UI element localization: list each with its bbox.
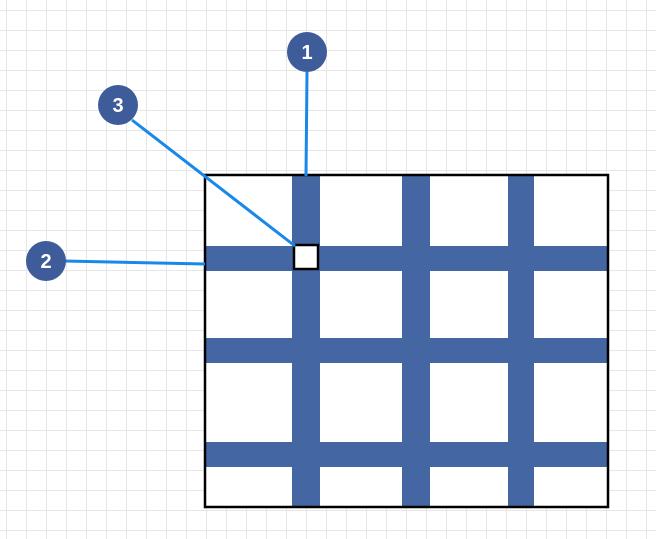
- callout-1: 1: [287, 32, 327, 72]
- leader-line-1: [304, 71, 309, 177]
- callout-1-label: 1: [301, 42, 312, 64]
- leader-line-2: [63, 259, 206, 266]
- highlighted-intersection-cell: [292, 243, 320, 271]
- callout-3: 3: [98, 85, 138, 125]
- leader-line-3: [131, 118, 296, 248]
- grid-frame-border: [203, 173, 610, 509]
- callout-2: 2: [26, 241, 66, 281]
- callout-3-label: 3: [112, 95, 123, 117]
- horizontal-bar-3: [205, 442, 608, 467]
- horizontal-bar-2: [205, 338, 608, 363]
- callout-2-label: 2: [40, 251, 51, 273]
- horizontal-bar-1: [205, 246, 608, 271]
